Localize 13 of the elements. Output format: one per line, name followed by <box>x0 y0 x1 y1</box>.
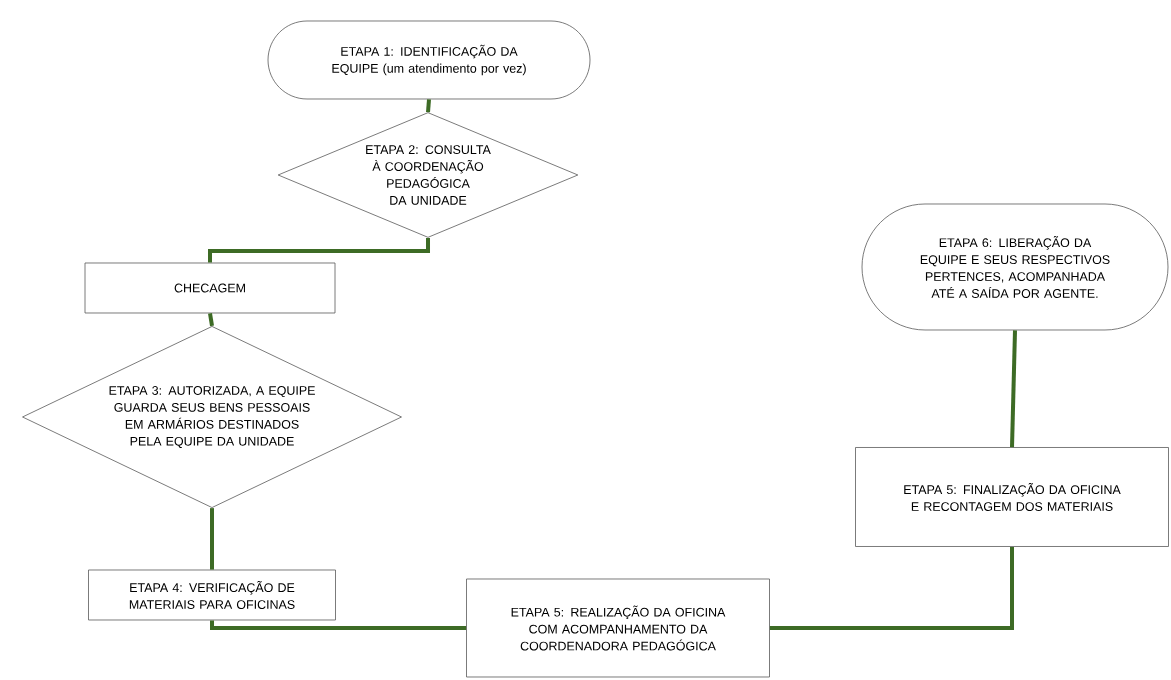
connector-line <box>208 237 430 263</box>
connector-line <box>426 99 431 113</box>
connector-line <box>210 508 214 570</box>
terminal-box: ETAPA 6: LIBERAÇÃO DA EQUIPE E SEUS RESPECTIVOS PERTENCES, ACOMPANHADA ATÉ A SAÍDA POR AGENTE. <box>861 203 1169 331</box>
connector-line <box>769 546 1014 630</box>
connector-line <box>1010 330 1017 448</box>
terminal-box: ETAPA 1: IDENTIFICAÇÃO DA EQUIPE (um atendimento por vez) <box>267 20 591 100</box>
connector-line <box>208 313 214 327</box>
connector-line <box>210 620 467 630</box>
process-box: ETAPA 5: FINALIZAÇÃO DA OFICINA E RECONTAGEM DOS MATERIAIS <box>855 447 1169 547</box>
process-box: ETAPA 5: REALIZAÇÃO DA OFICINA COM ACOMPANHAMENTO DA COORDENADORA PEDAGÓGICA <box>466 578 770 678</box>
process-box: CHECAGEM <box>84 262 336 314</box>
process-box: ETAPA 4: VERIFICAÇÃO DE MATERIAIS PARA OFICINAS <box>88 569 336 621</box>
